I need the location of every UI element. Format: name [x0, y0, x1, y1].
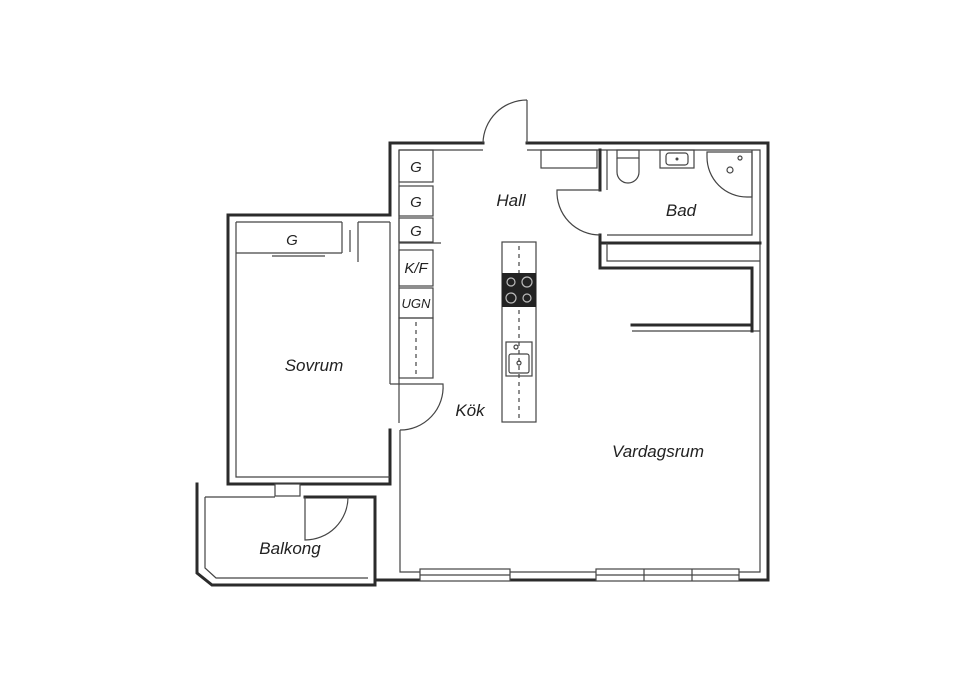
- closet-column: [398, 149, 441, 379]
- fridge-freezer: [398, 249, 434, 287]
- closet-label-g3: G: [410, 223, 422, 240]
- room-label-bad: Bad: [666, 201, 697, 220]
- hall-shelf: [540, 149, 598, 169]
- balcony-door-frame: [274, 483, 301, 497]
- balcony: [195, 482, 377, 587]
- bathroom: [540, 148, 762, 245]
- windows: [419, 568, 740, 582]
- room-label-hall: Hall: [496, 191, 527, 210]
- closet-label-g1: G: [410, 159, 422, 176]
- labels: Hall Bad Sovrum Kök Vardagsrum Balkong G…: [259, 159, 704, 558]
- closet-g2: [398, 185, 434, 217]
- appliance-label-kf: K/F: [404, 260, 428, 277]
- room-label-vardagsrum: Vardagsrum: [612, 442, 704, 461]
- kitchen-island: [501, 241, 537, 423]
- closet-g1: [398, 149, 434, 183]
- bedroom-door: [390, 383, 444, 431]
- bathroom-door-swing: [556, 189, 601, 236]
- toilet-icon: [616, 158, 640, 184]
- kitchen-counter: [398, 317, 434, 379]
- appliance-label-ugn: UGN: [402, 296, 432, 311]
- balcony-door-swing: [304, 496, 349, 541]
- shower-icon: [706, 151, 753, 198]
- room-label-sovrum: Sovrum: [285, 356, 344, 375]
- room-label-balkong: Balkong: [259, 539, 321, 558]
- kitchen-sink-icon: [505, 341, 533, 377]
- front-door: [482, 99, 528, 144]
- closet-label-sovrum: G: [286, 232, 298, 249]
- closet-g3: [398, 217, 434, 243]
- sink-icon: [659, 149, 695, 169]
- closet-label-g2: G: [410, 194, 422, 211]
- toilet-tank: [616, 149, 640, 159]
- room-label-kok: Kök: [455, 401, 486, 420]
- interior-walls: [598, 241, 760, 333]
- bedroom-wardrobe: [236, 222, 359, 262]
